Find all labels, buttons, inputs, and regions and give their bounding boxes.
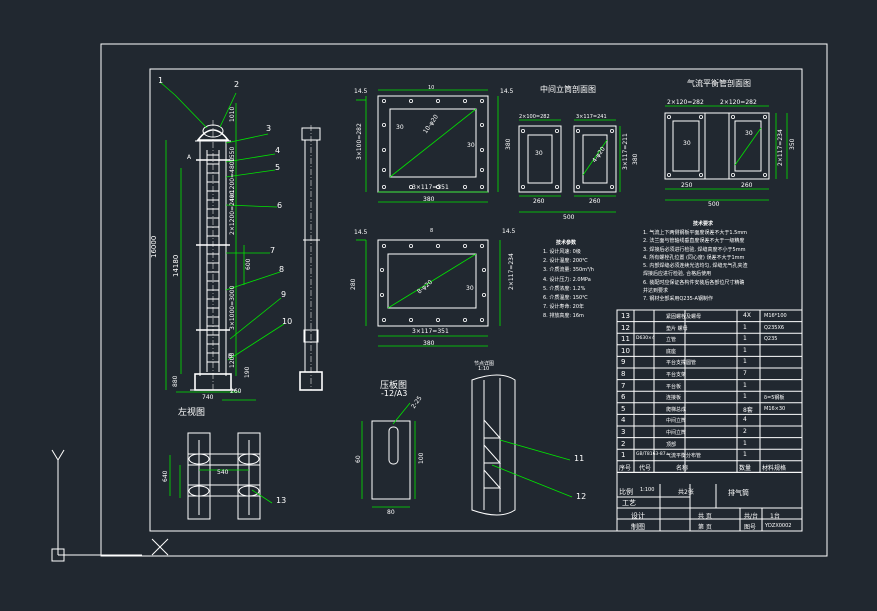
bolt-hole: [576, 184, 581, 189]
bolt-hole: [381, 99, 386, 104]
bolt-hole: [408, 317, 413, 322]
bolt-hole: [479, 184, 484, 189]
bolt-hole: [381, 147, 386, 152]
ladder-elevation: [299, 125, 323, 391]
bolt-hole: [731, 172, 736, 177]
bolt-hole: [381, 167, 386, 172]
bolt-hole: [699, 115, 704, 120]
bolt-hole: [479, 147, 484, 152]
joint-detail-view: [471, 374, 573, 516]
bolt-hole: [408, 243, 413, 248]
flange-plate-bottom: [356, 239, 501, 347]
bolt-hole: [667, 115, 672, 120]
base-plate-plan: [169, 432, 273, 520]
airflow-section-plates: [664, 105, 788, 201]
bom-table: [616, 309, 803, 532]
flange-plate-top: [356, 89, 499, 203]
bolt-hole: [462, 317, 467, 322]
outer-frame: [100, 43, 828, 557]
bolt-hole: [667, 172, 672, 177]
middle-section-plates: [518, 119, 621, 213]
bolt-hole: [479, 167, 484, 172]
bolt-hole: [462, 184, 467, 189]
bolt-hole: [576, 128, 581, 133]
bolt-hole: [763, 115, 768, 120]
bolt-hole: [481, 292, 486, 297]
bolt-hole: [381, 123, 386, 128]
bolt-hole: [521, 128, 526, 133]
bolt-hole: [408, 99, 413, 104]
bolt-hole: [435, 99, 440, 104]
bolt-hole: [555, 184, 560, 189]
bolt-hole: [479, 243, 484, 248]
main-stack-view: [159, 81, 285, 401]
bolt-hole: [763, 172, 768, 177]
bolt-holes: [379, 99, 768, 322]
bolt-hole: [435, 243, 440, 248]
bolt-hole: [610, 184, 615, 189]
bolt-hole: [479, 317, 484, 322]
bolt-hole: [699, 172, 704, 177]
bolt-hole: [462, 243, 467, 248]
ucs-icon: [51, 449, 169, 562]
bolt-hole: [479, 99, 484, 104]
bolt-hole: [408, 184, 413, 189]
bolt-hole: [731, 115, 736, 120]
pressure-plate-view: [361, 402, 416, 508]
bolt-hole: [555, 128, 560, 133]
bolt-hole: [521, 184, 526, 189]
bolt-hole: [379, 292, 384, 297]
bolt-hole: [481, 267, 486, 272]
bolt-hole: [379, 267, 384, 272]
bolt-hole: [381, 243, 386, 248]
inner-frame: [149, 68, 803, 532]
bolt-hole: [462, 99, 467, 104]
bolt-hole: [610, 128, 615, 133]
bolt-hole: [479, 123, 484, 128]
bolt-hole: [435, 317, 440, 322]
bolt-hole: [435, 184, 440, 189]
bolt-hole: [381, 317, 386, 322]
bolt-hole: [381, 184, 386, 189]
